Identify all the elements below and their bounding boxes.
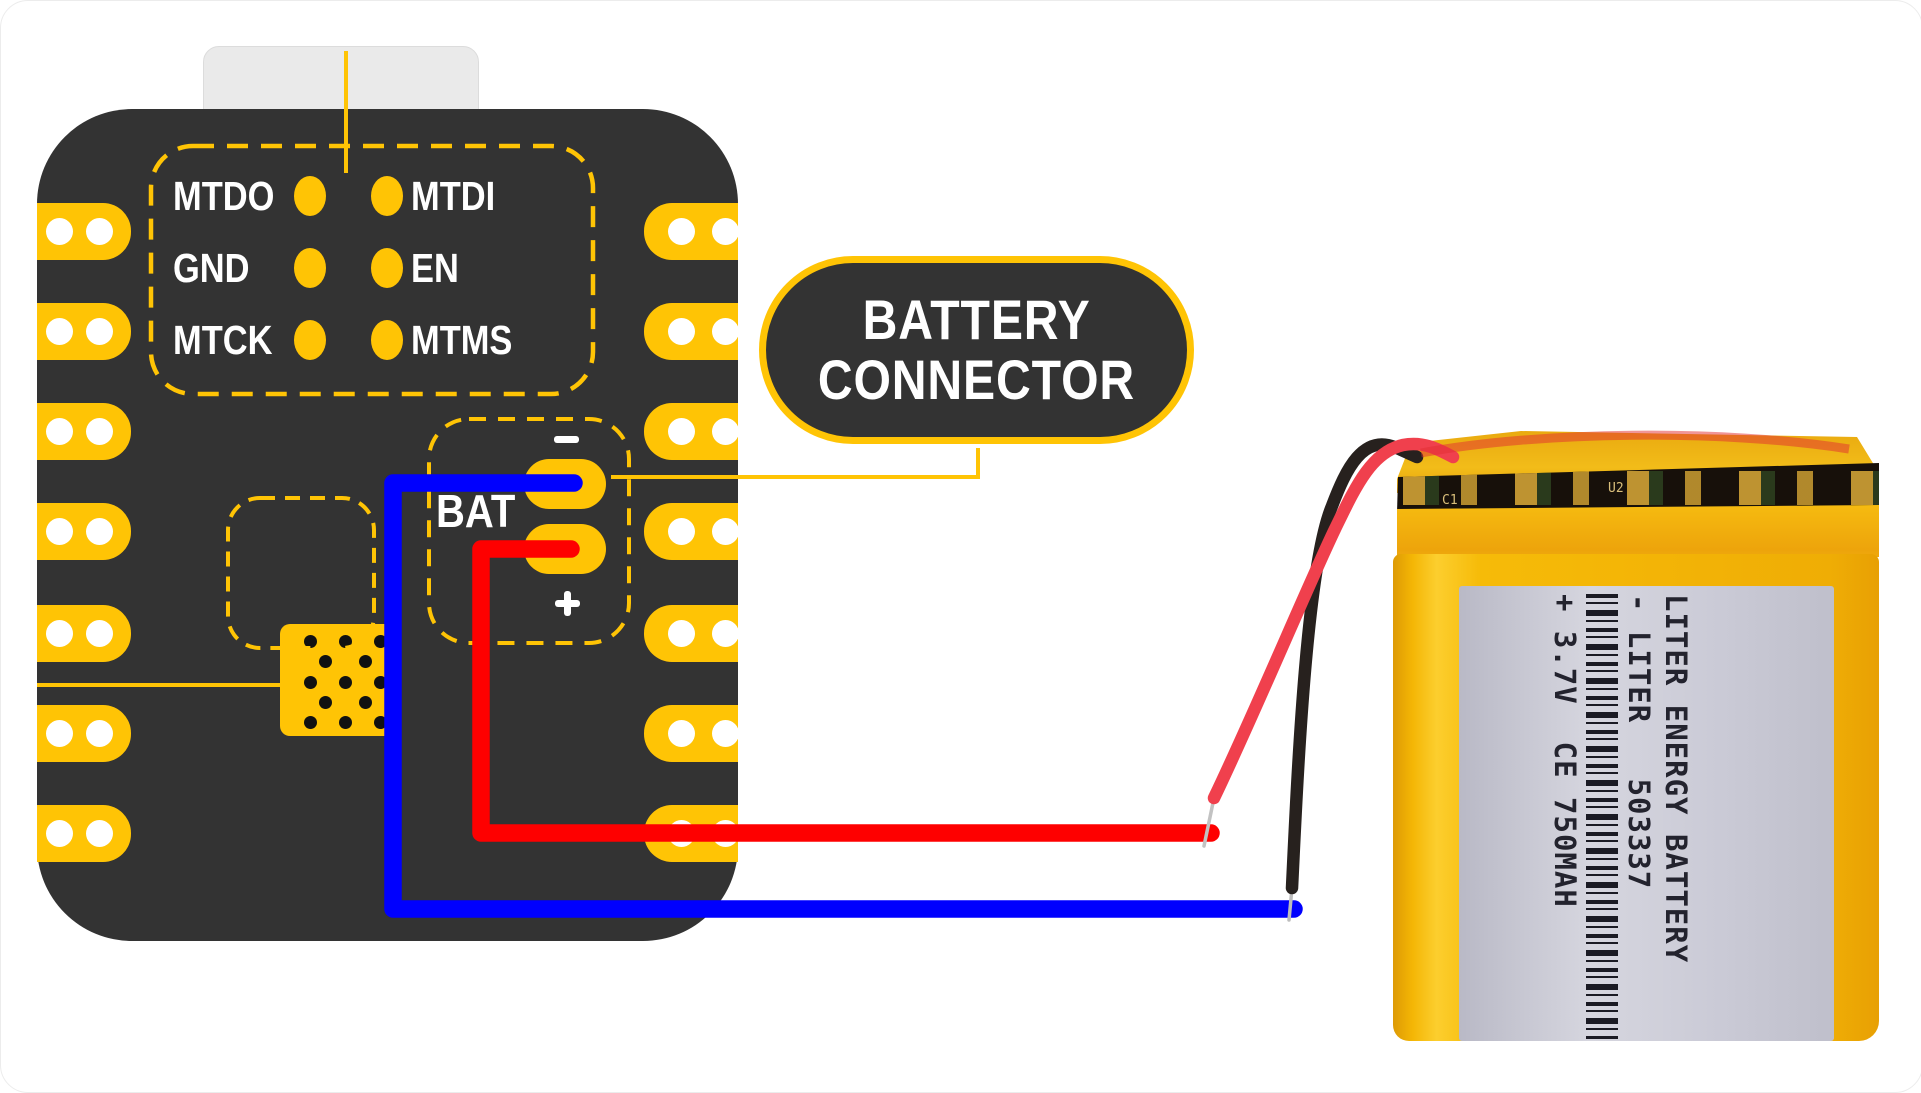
castellated-pad bbox=[37, 804, 131, 862]
negative-wire-blue bbox=[384, 474, 1303, 918]
castellated-pad bbox=[37, 202, 131, 260]
pin-label-en: EN bbox=[411, 245, 459, 291]
castellated-pad bbox=[644, 302, 738, 360]
battery-red-wire-under-tape bbox=[1420, 430, 1850, 458]
callout-line1: BATTERY bbox=[862, 288, 1091, 351]
pin-dot-mtdo bbox=[294, 176, 326, 216]
bat-dashed-outline bbox=[427, 417, 631, 645]
castellated-pad bbox=[37, 704, 131, 762]
positive-wire-red bbox=[472, 540, 1220, 842]
pin-dot-gnd bbox=[294, 248, 326, 288]
castellated-pad bbox=[37, 604, 131, 662]
jtag-dashed-outline bbox=[148, 143, 596, 397]
battery-black-wire bbox=[1285, 438, 1424, 895]
red-wire-stripped-tip bbox=[1202, 796, 1216, 848]
castellated-pad bbox=[37, 302, 131, 360]
bat-positive-marker bbox=[555, 591, 580, 616]
castellated-pad bbox=[37, 402, 131, 460]
pin-label-mtms: MTMS bbox=[411, 317, 513, 363]
pin-label-mtdo: MTDO bbox=[173, 173, 275, 219]
battery-connector-callout: BATTERY CONNECTOR bbox=[759, 256, 1194, 444]
callout-line2: CONNECTOR bbox=[817, 348, 1136, 411]
battery-connector-leader-line bbox=[611, 448, 980, 479]
pin-dot-mtms bbox=[371, 320, 403, 360]
battery-red-wire bbox=[1207, 437, 1460, 805]
pin-dot-en bbox=[371, 248, 403, 288]
castellated-pad bbox=[644, 202, 738, 260]
castellated-pad bbox=[644, 502, 738, 560]
castellated-pad bbox=[644, 604, 738, 662]
pin-label-gnd: GND bbox=[173, 245, 250, 291]
pin-label-mtdi: MTDI bbox=[411, 173, 496, 219]
bat-label: BAT bbox=[436, 485, 516, 537]
castellated-pad bbox=[644, 402, 738, 460]
pin-dot-mtck bbox=[294, 320, 326, 360]
castellated-pad bbox=[644, 704, 738, 762]
pin-dot-mtdi bbox=[371, 176, 403, 216]
pin-label-mtck: MTCK bbox=[173, 317, 273, 363]
thermal-leader-line bbox=[37, 626, 301, 687]
castellated-pad bbox=[37, 502, 131, 560]
bat-negative-marker bbox=[554, 436, 579, 443]
